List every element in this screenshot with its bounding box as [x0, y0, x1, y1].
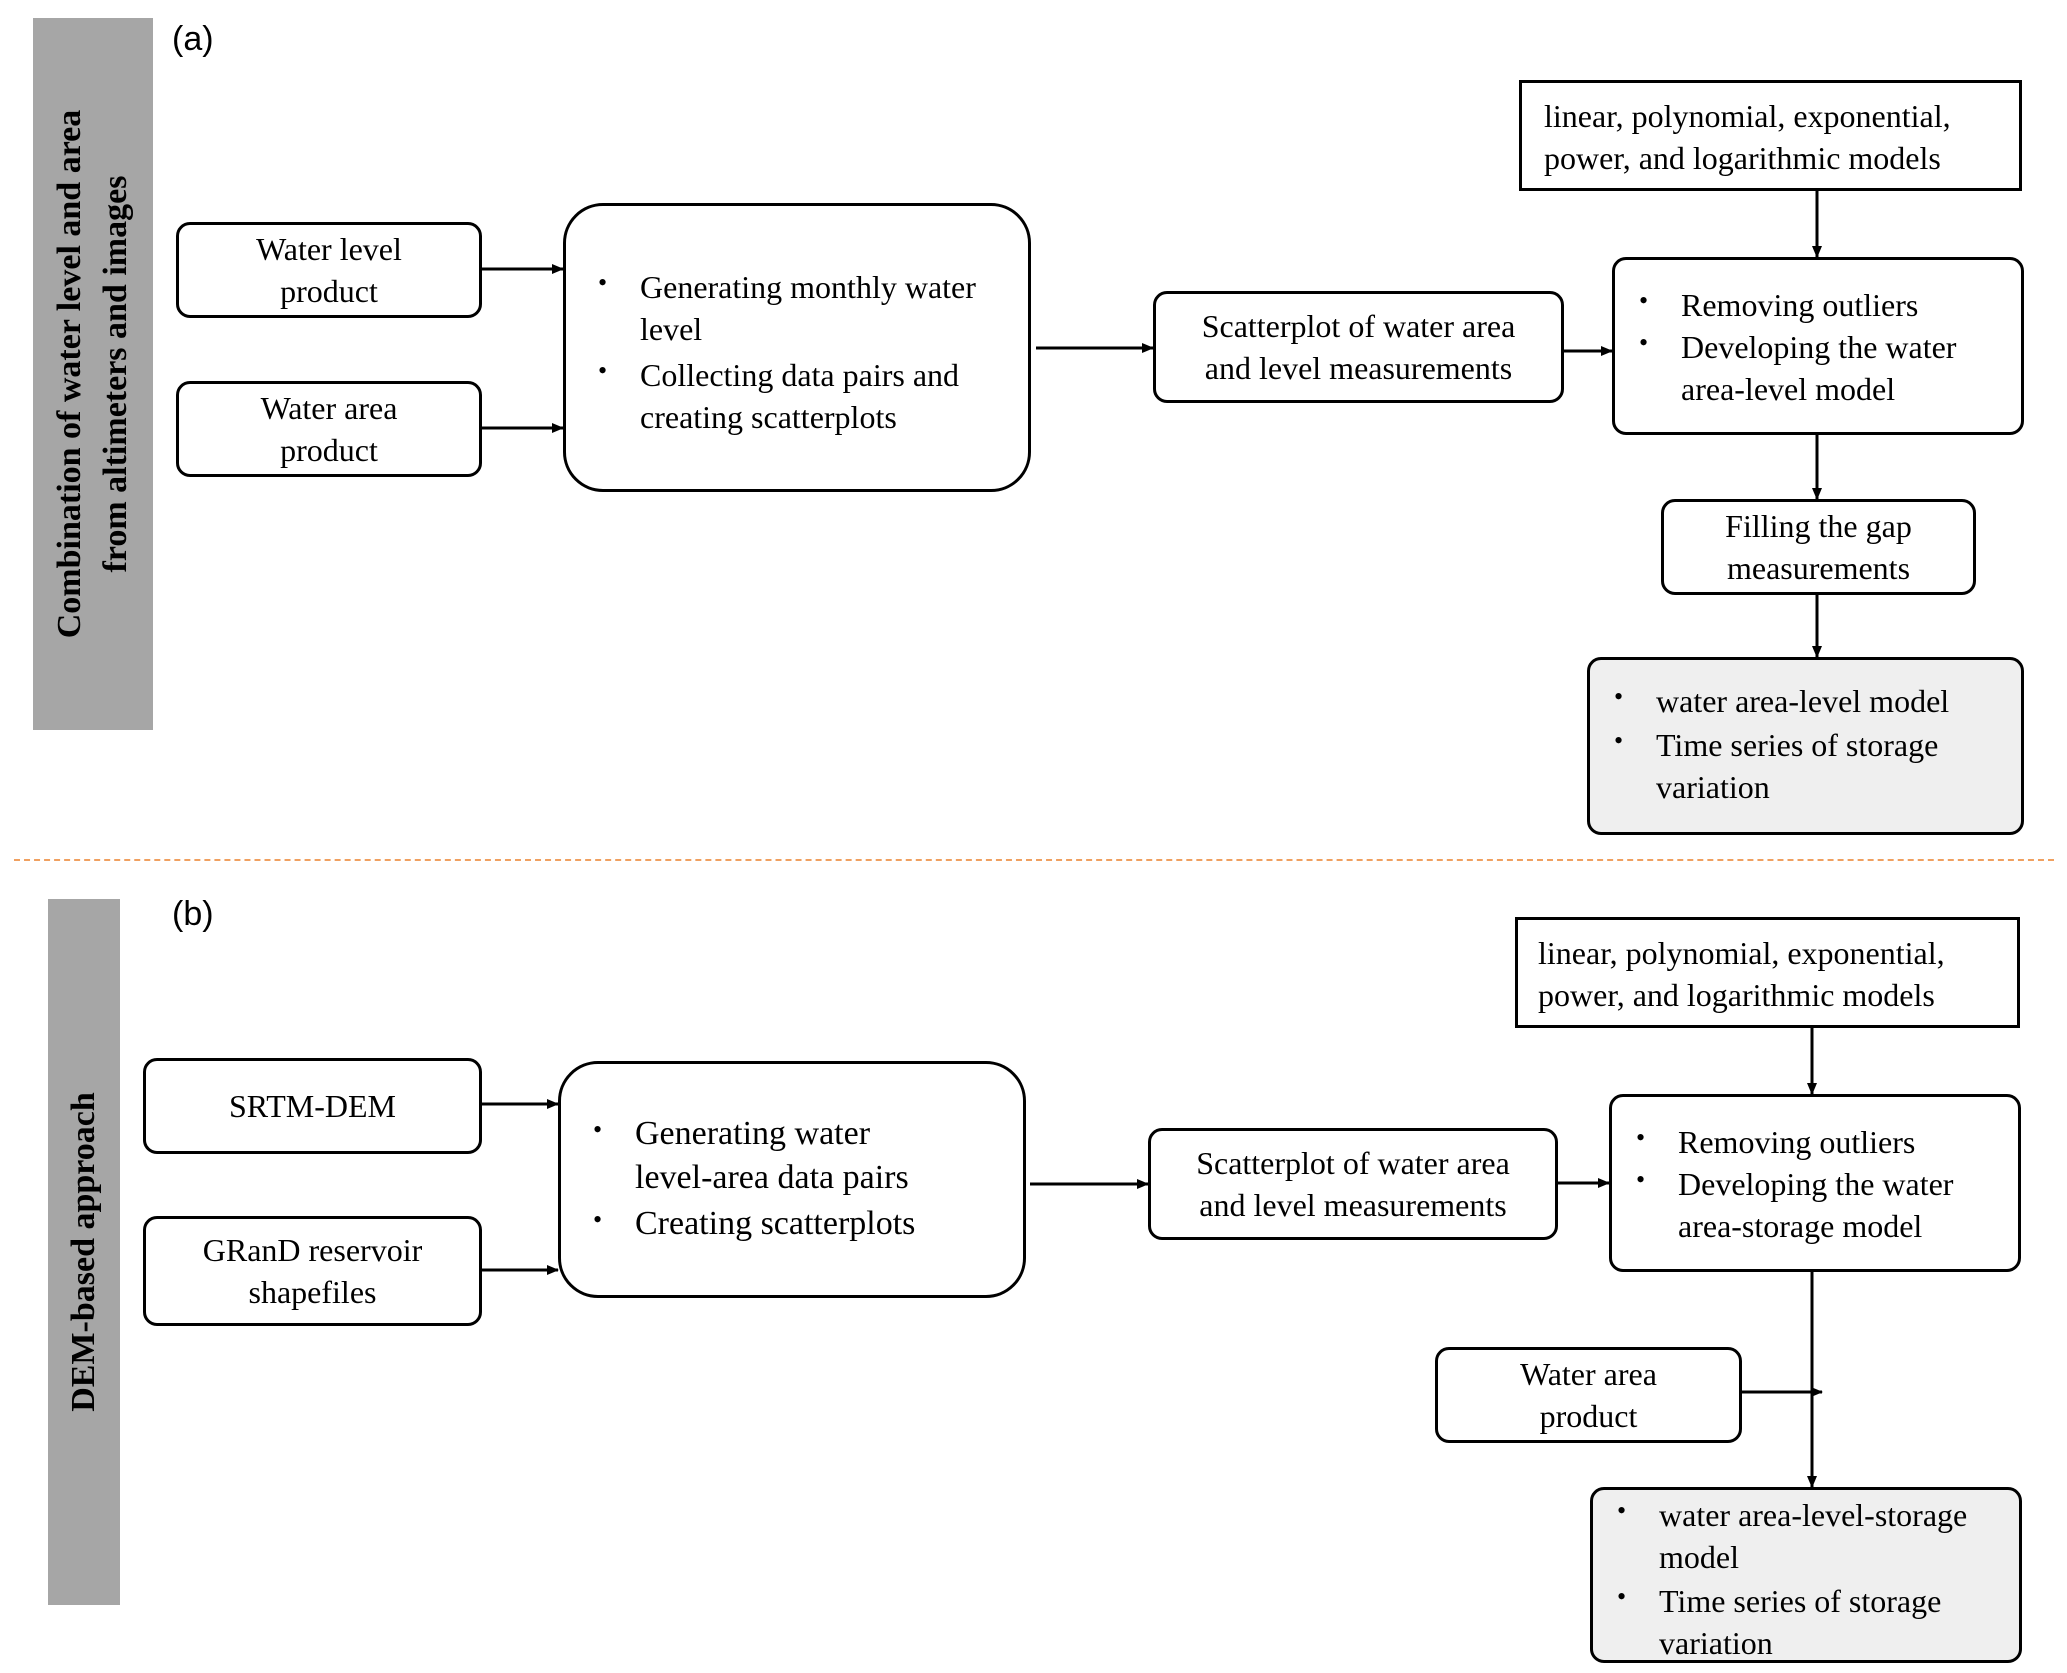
model-development-list-a: Removing outliers Developing the water a… [1635, 280, 2015, 410]
process-item-b-1: Generating water level-area data pairs [589, 1108, 949, 1200]
srtm-dem-box: SRTM-DEM [143, 1058, 482, 1154]
process-item-a-2: Collecting data pairs and creating scatt… [594, 350, 1014, 438]
srtm-dem-label: SRTM-DEM [229, 1088, 396, 1124]
scatterplot-label-a: Scatterplot of water area and level meas… [1201, 308, 1516, 386]
grand-shapefiles-box: GRanD reservoir shapefiles [143, 1216, 482, 1326]
water-level-product-box: Water level product [176, 222, 482, 318]
model-development-item-a-2: Developing the water area-level model [1635, 322, 2015, 410]
models-a-line2: power, and logarithmic models [1544, 140, 1941, 176]
output-box-b: water area-level-storage model Time seri… [1590, 1487, 2022, 1663]
process-list-a: Generating monthly water level Collectin… [594, 262, 1014, 438]
output-item-b-1: water area-level-storage model [1613, 1490, 2013, 1578]
model-development-item-b-1: Removing outliers [1632, 1117, 2012, 1163]
model-development-box-b: Removing outliers Developing the water a… [1609, 1094, 2021, 1272]
scatterplot-box-b: Scatterplot of water area and level meas… [1148, 1128, 1558, 1240]
water-area-product-label-b: Water area product [1520, 1356, 1657, 1434]
grand-shapefiles-label: GRanD reservoir shapefiles [202, 1232, 423, 1310]
models-a-line1: linear, polynomial, exponential, [1544, 98, 1951, 134]
panel-divider [14, 859, 2054, 861]
scatterplot-label-b: Scatterplot of water area and level meas… [1196, 1145, 1510, 1223]
water-level-product-label: Water level product [256, 231, 402, 309]
panel-b-label: (b) [172, 895, 214, 933]
panel-b-side-title-bar: DEM-based approach [48, 899, 120, 1605]
models-box-b: linear, polynomial, exponential, power, … [1515, 917, 2020, 1028]
output-item-b-2: Time series of storage variation [1613, 1576, 2013, 1664]
water-area-product-box: Water area product [176, 381, 482, 477]
process-list-b: Generating water level-area data pairs C… [589, 1108, 949, 1246]
panel-a-side-title-bar: Combination of water level and area from… [33, 18, 153, 730]
scatterplot-box-a: Scatterplot of water area and level meas… [1153, 291, 1564, 403]
models-b-line1: linear, polynomial, exponential, [1538, 935, 1945, 971]
model-development-item-a-1: Removing outliers [1635, 280, 2015, 326]
output-item-a-1: water area-level model [1610, 676, 2010, 722]
process-item-a-1: Generating monthly water level [594, 262, 1014, 350]
output-item-a-2: Time series of storage variation [1610, 720, 2010, 808]
process-box-a: Generating monthly water level Collectin… [563, 203, 1031, 492]
fill-gap-box: Filling the gap measurements [1661, 499, 1976, 595]
process-box-b: Generating water level-area data pairs C… [558, 1061, 1026, 1298]
model-development-list-b: Removing outliers Developing the water a… [1632, 1117, 2012, 1247]
model-development-box-a: Removing outliers Developing the water a… [1612, 257, 2024, 435]
water-area-product-box-b: Water area product [1435, 1347, 1742, 1443]
model-development-item-b-2: Developing the water area-storage model [1632, 1159, 2012, 1247]
output-list-a: water area-level model Time series of st… [1610, 676, 2010, 808]
water-area-product-label: Water area product [260, 390, 398, 468]
output-list-b: water area-level-storage model Time seri… [1613, 1490, 2013, 1664]
panel-a-label: (a) [172, 20, 214, 58]
output-box-a: water area-level model Time series of st… [1587, 657, 2024, 835]
models-b-line2: power, and logarithmic models [1538, 977, 1935, 1013]
fill-gap-label: Filling the gap measurements [1725, 508, 1912, 586]
models-box-a: linear, polynomial, exponential, power, … [1519, 80, 2022, 191]
process-item-b-2: Creating scatterplots [589, 1198, 949, 1246]
